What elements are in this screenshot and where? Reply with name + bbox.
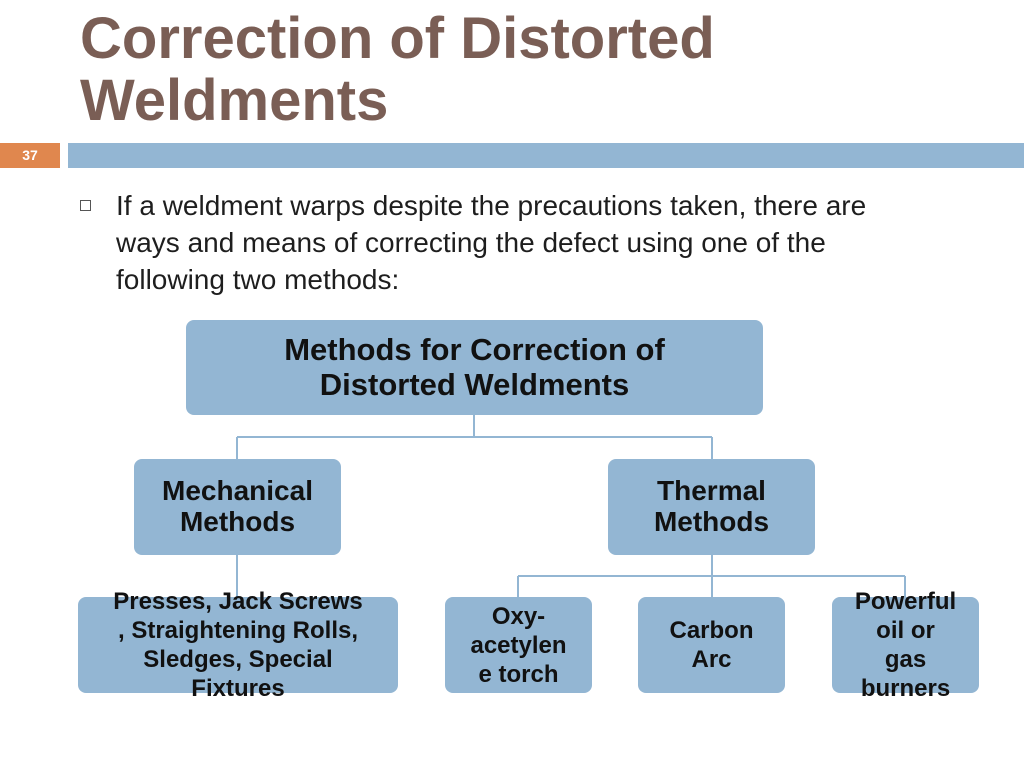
root-node-box: Methods for Correction of Distorted Weld… (186, 320, 763, 415)
mechanical-methods-box: Mechanical Methods (134, 459, 341, 555)
presses-line: Fixtures (191, 675, 285, 702)
slide-number: 37 (0, 143, 60, 168)
root-node-line: Methods for Correction of (284, 332, 665, 368)
presses-jack-screws-box: Presses, Jack Screws , Straightening Rol… (78, 588, 398, 702)
presses-line: Sledges, Special (143, 646, 333, 673)
bullet-square-icon (80, 200, 91, 211)
thermal-methods-box: Thermal Methods (608, 459, 815, 555)
thermal-methods-line: Methods (653, 506, 770, 537)
bullet-paragraph: If a weldment warps despite the precauti… (116, 187, 976, 298)
bullet-line: If a weldment warps despite the precauti… (116, 190, 867, 221)
carbon-arc-line: Carbon (669, 617, 754, 644)
title-accent-bar (68, 143, 1024, 168)
mechanical-methods-line: Mechanical (162, 475, 313, 507)
oxy-acetylene-torch-box: Oxy- acetylen e torch (445, 597, 592, 693)
oxy-line: e torch (478, 660, 559, 688)
root-node-line: Distorted Weldments (319, 366, 630, 402)
carbon-arc-line: Arc (691, 646, 732, 673)
slide-title-line: Correction of Distorted (80, 6, 715, 71)
powerful-burners-line: Powerful (854, 588, 957, 615)
bullet-line: ways and means of correcting the defect … (116, 227, 826, 258)
slide-title-line: Weldments (80, 68, 389, 133)
powerful-burners-line: oil or (876, 617, 935, 644)
presses-line: , Straightening Rolls, (117, 617, 358, 644)
mechanical-methods-line: Methods (179, 506, 296, 537)
oxy-line: Oxy- (491, 602, 546, 630)
slide-title: Correction of Distorted Weldments (80, 8, 980, 132)
thermal-methods-line: Thermal (657, 475, 766, 507)
bullet-line: following two methods: (116, 264, 400, 295)
powerful-burners-line: gas (884, 646, 927, 673)
presses-line: Presses, Jack Screws (113, 588, 363, 615)
powerful-oil-gas-burners-box: Powerful oil or gas burners (832, 588, 979, 702)
carbon-arc-box: Carbon Arc (638, 597, 785, 693)
oxy-line: acetylen (470, 631, 567, 659)
powerful-burners-line: burners (860, 675, 951, 702)
